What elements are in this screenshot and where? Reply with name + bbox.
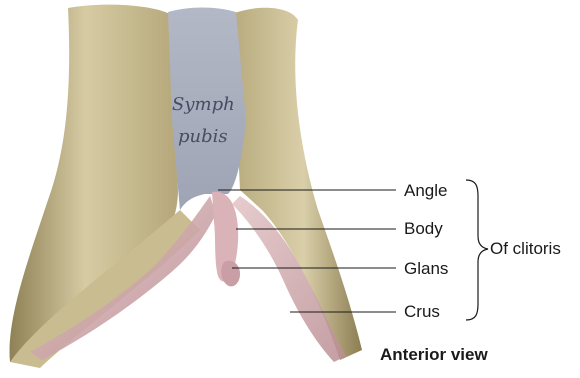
clitoris-glans: [221, 261, 240, 287]
bone-text-pubis: pubis: [178, 126, 228, 147]
label-of-clitoris: Of clitoris: [490, 240, 561, 257]
view-caption: Anterior view: [380, 346, 488, 363]
label-brace: [466, 180, 488, 320]
bone-text-symph: Symph: [172, 94, 235, 115]
label-glans: Glans: [404, 260, 448, 277]
label-body: Body: [404, 220, 443, 237]
label-crus: Crus: [404, 303, 440, 320]
label-angle: Angle: [404, 182, 447, 199]
